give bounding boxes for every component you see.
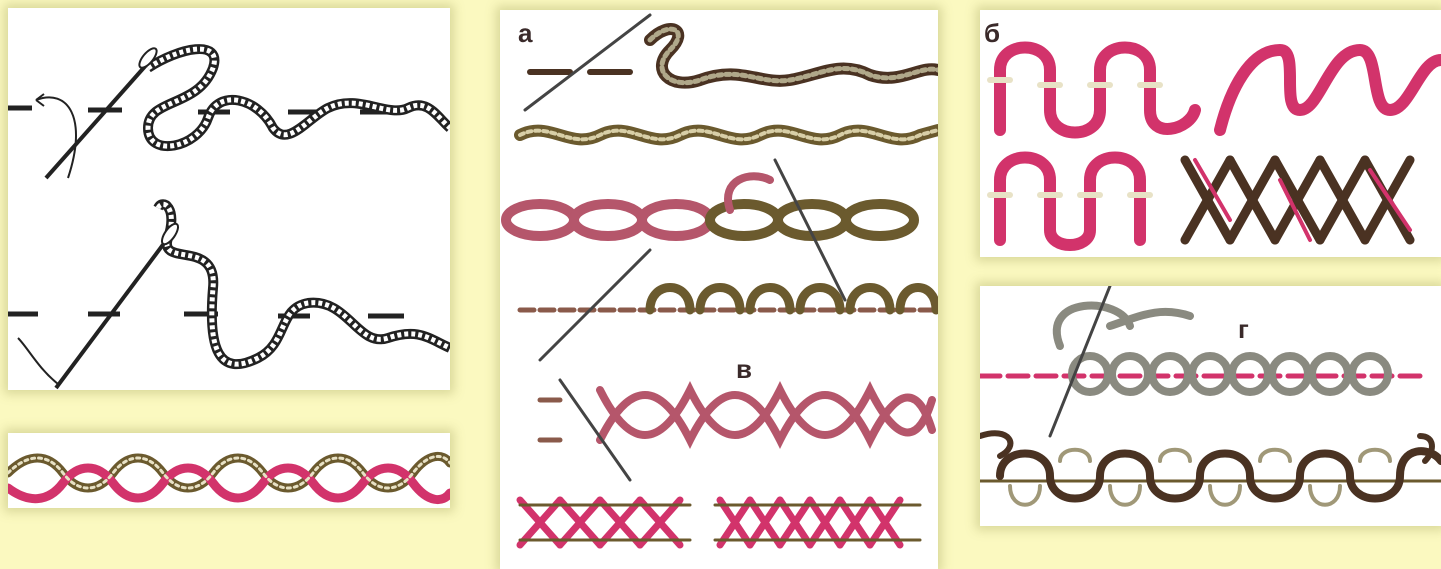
circle-chain-rows — [980, 286, 1441, 526]
stitch-diagram-panel-g: г — [980, 286, 1441, 526]
stitch-rows-center — [500, 10, 938, 569]
needle-icon — [46, 46, 160, 178]
loop-stitch-rows — [980, 10, 1441, 257]
needle-icon — [540, 250, 650, 360]
stitch-diagram-panel-center: а в — [500, 10, 938, 569]
needle-icon — [525, 15, 650, 110]
stitch-diagram-bw — [8, 8, 450, 390]
needle-icon — [56, 221, 181, 388]
stitch-diagram-panel-1 — [8, 8, 450, 390]
stitch-diagram-panel-b: б — [980, 10, 1441, 257]
stitch-sample-strip — [8, 433, 450, 508]
needle-icon — [560, 380, 630, 480]
twisted-chain-sample — [8, 433, 450, 508]
